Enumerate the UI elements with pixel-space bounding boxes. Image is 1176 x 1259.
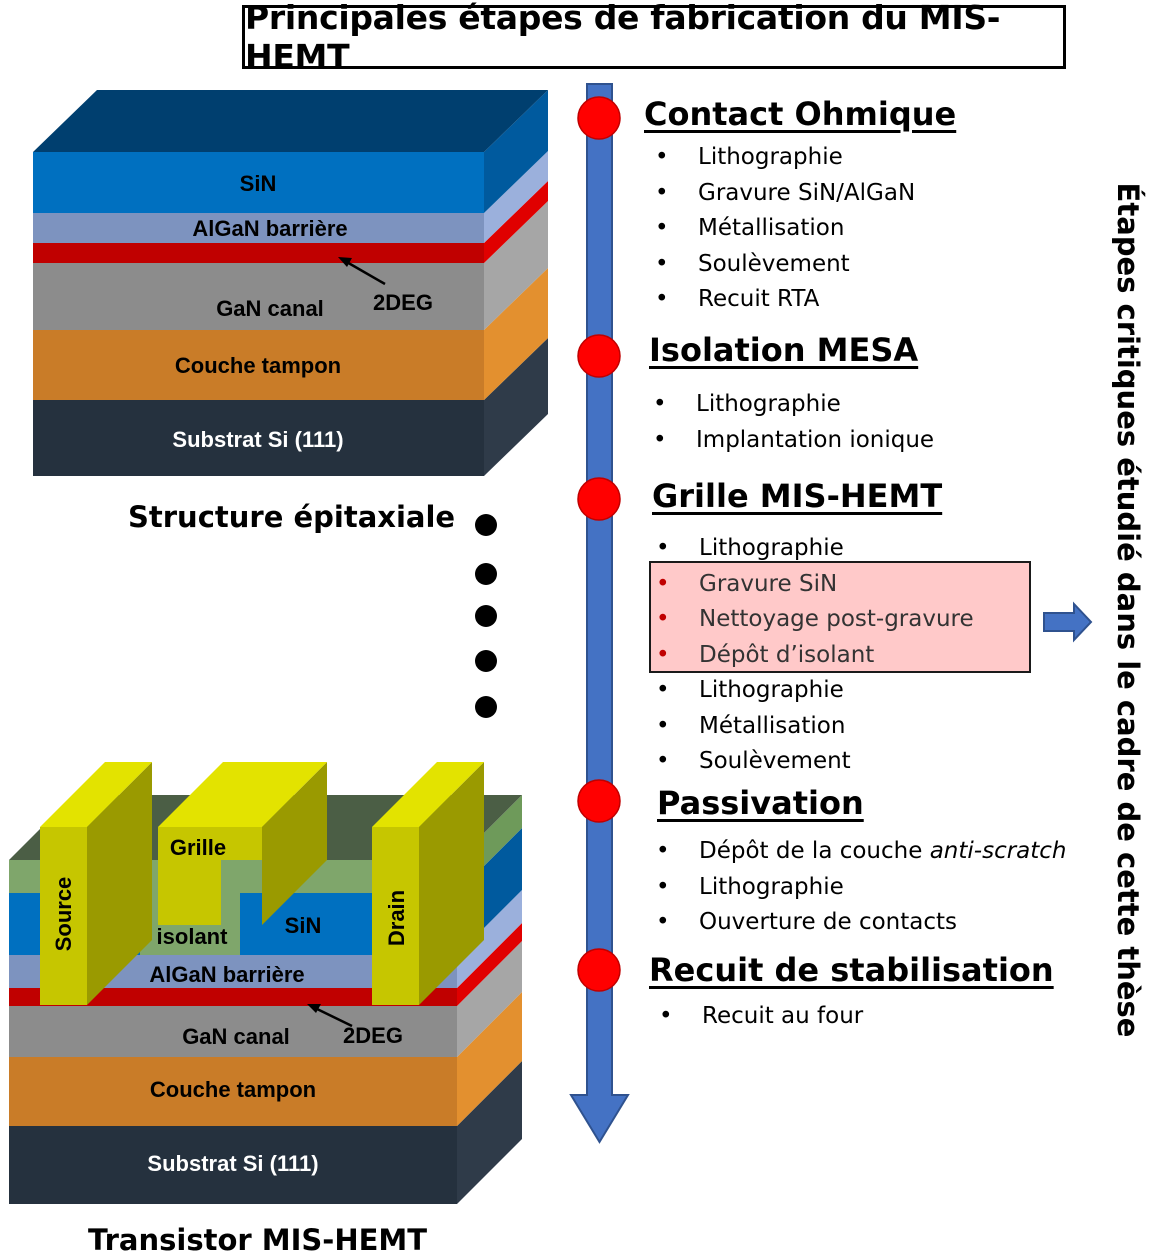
epitaxial-structure-caption: Structure épitaxiale <box>128 500 456 534</box>
gan-layer <box>9 1006 457 1057</box>
anti-scratch-emphasis: anti-scratch <box>929 838 1067 864</box>
buffer-label: Couche tampon <box>150 1077 316 1102</box>
deg-pointer-arrowhead <box>307 1004 321 1013</box>
sin-label: SiN <box>285 913 322 938</box>
deg-label: 2DEG <box>343 1023 403 1048</box>
source-label: Source <box>51 877 76 952</box>
page-title: Principales étapes de fabrication du MIS… <box>242 0 1066 76</box>
critical-steps-arrow-shape <box>1043 601 1093 643</box>
drain-contact <box>372 827 419 1005</box>
milestone-marker <box>577 334 621 378</box>
sin-label: SiN <box>240 171 277 196</box>
critical-steps-highlight <box>649 561 1031 673</box>
buffer-layer <box>9 1057 457 1126</box>
deg-layer <box>33 243 484 263</box>
gate-contact-side <box>262 762 327 925</box>
ellipsis-dot <box>475 605 497 627</box>
sin-top-face <box>33 90 548 152</box>
substrate-label: Substrat Si (111) <box>147 1151 318 1176</box>
gate-contact <box>158 827 262 860</box>
step-title-grille-mis-hemt: Grille MIS-HEMT <box>652 477 943 515</box>
transistor-caption: Transistor MIS-HEMT <box>88 1223 428 1257</box>
deg-layer <box>9 988 457 1006</box>
drain-contact-top <box>372 762 484 827</box>
sin-side-face <box>484 90 548 213</box>
gan-layer <box>33 263 484 330</box>
drain-label: Drain <box>384 890 409 946</box>
milestone-marker <box>577 779 621 823</box>
deg-side-face <box>457 923 522 1006</box>
timeline-arrow <box>569 83 630 1144</box>
timeline-arrow-shape <box>569 83 630 1144</box>
algan-side-face <box>457 890 522 988</box>
substrate-side-face <box>457 1061 522 1204</box>
algan-side-face <box>484 151 548 243</box>
critical-steps-arrow <box>1043 601 1093 643</box>
step-title-contact-ohmique: Contact Ohmique <box>644 95 957 133</box>
algan-layer <box>33 213 484 243</box>
substrate-layer <box>9 1126 457 1204</box>
source-contact-top <box>40 762 152 827</box>
milestone-marker <box>577 477 621 521</box>
transistor-diagram: Grille Source Drain isolant SiN AlGaN ba… <box>9 762 522 1204</box>
substrate-label: Substrat Si (111) <box>172 427 343 452</box>
buffer-layer <box>33 330 484 400</box>
deg-side-face <box>484 181 548 263</box>
ellipsis-dot <box>475 563 497 585</box>
isolant-label: isolant <box>157 924 229 949</box>
milestone-marker <box>577 96 621 140</box>
buffer-side-face <box>457 992 522 1126</box>
gan-side-face <box>484 201 548 330</box>
algan-label: AlGaN barrière <box>192 216 347 241</box>
gan-label: GaN canal <box>216 296 324 321</box>
deg-label: 2DEG <box>373 290 433 315</box>
gate-foot <box>158 860 221 925</box>
gan-side-face <box>457 941 522 1057</box>
buffer-side-face <box>484 268 548 400</box>
step-title-recuit-de-stabilisation: Recuit de stabilisation <box>649 951 1054 989</box>
drain-contact-side <box>419 762 484 1005</box>
deg-pointer-arrowhead <box>338 257 352 267</box>
algan-label: AlGaN barrière <box>149 962 304 987</box>
ellipsis-dot <box>475 650 497 672</box>
ellipsis-dot <box>475 514 497 536</box>
milestone-marker <box>577 948 621 992</box>
gan-label: GaN canal <box>182 1024 290 1049</box>
step-title-passivation: Passivation <box>657 784 864 822</box>
substrate-layer <box>33 400 484 476</box>
epitaxial-structure-diagram: SiN AlGaN barrière GaN canal 2DEG Couche… <box>33 90 548 476</box>
source-contact-side <box>87 762 152 1005</box>
deg-pointer-arrow <box>344 259 386 286</box>
passivation-item-text: Dépôt de la couche <box>699 838 930 864</box>
substrate-side-face <box>484 338 548 476</box>
ellipsis-dots <box>475 514 497 718</box>
step-title-isolation-mesa: Isolation MESA <box>649 331 919 369</box>
source-contact <box>40 827 87 1005</box>
buffer-label: Couche tampon <box>175 353 341 378</box>
deg-pointer-arrow <box>314 1006 353 1028</box>
gate-contact-top <box>158 762 327 827</box>
gate-label: Grille <box>170 835 226 860</box>
ellipsis-dot <box>475 696 497 718</box>
sin-layer <box>33 152 484 213</box>
